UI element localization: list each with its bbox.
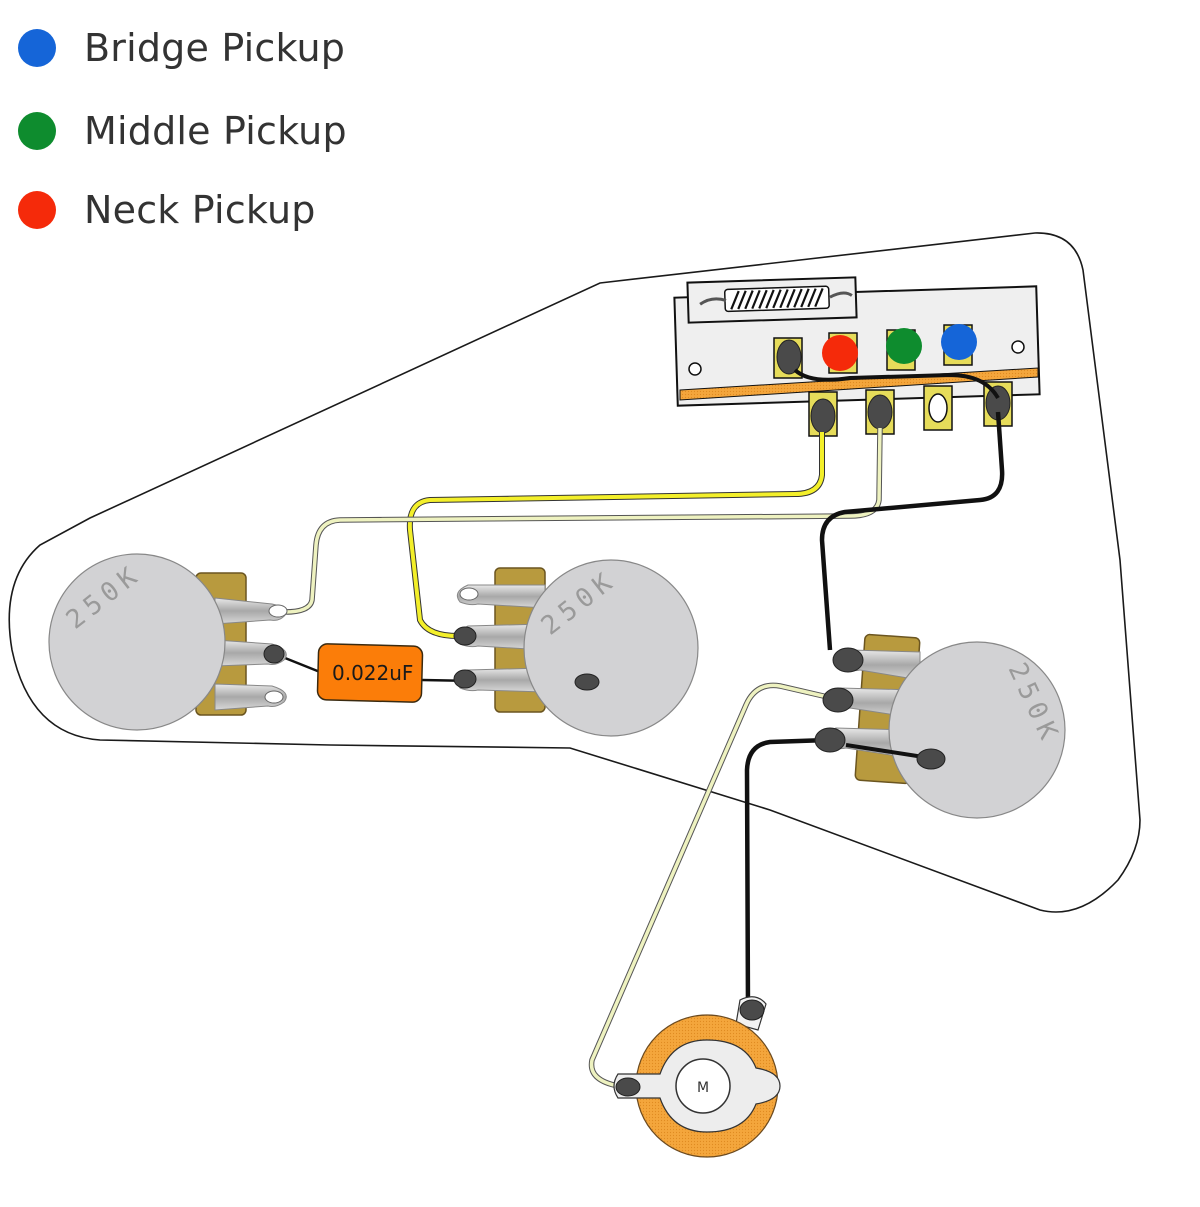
solder-joint	[739, 999, 765, 1021]
solder-joint	[263, 644, 285, 664]
middle-pickup-marker-icon	[886, 328, 922, 364]
legend-item-bridge: Bridge Pickup	[18, 26, 346, 70]
wires	[274, 411, 1005, 1089]
legend-label: Middle Pickup	[84, 109, 347, 153]
switch-jumper-wire	[793, 368, 1000, 400]
solder-joint	[867, 394, 893, 430]
neck-pickup-dot-icon	[18, 191, 56, 229]
lug-eye	[459, 587, 479, 601]
capacitor[interactable]: 0.022uF	[316, 643, 424, 703]
solder-joint	[615, 1077, 641, 1097]
legend-item-middle: Middle Pickup	[18, 109, 347, 153]
legend-label: Bridge Pickup	[84, 26, 346, 70]
legend-item-neck: Neck Pickup	[18, 188, 316, 232]
solder-joint	[574, 673, 600, 691]
wire-cream	[589, 683, 833, 1088]
wire-black	[845, 743, 931, 760]
solder-joint	[453, 669, 477, 689]
neck-pickup-marker-icon	[822, 335, 858, 371]
middle-pickup-dot-icon	[18, 112, 56, 150]
mount-hole-icon	[1011, 340, 1025, 354]
output-jack[interactable]: M	[613, 996, 781, 1158]
solder-joint	[822, 687, 854, 713]
pot-middle[interactable]: 250K	[453, 559, 699, 737]
lug-eye	[264, 690, 284, 704]
legend-label: Neck Pickup	[84, 188, 316, 232]
bridge-pickup-dot-icon	[18, 29, 56, 67]
pot-face	[523, 559, 699, 737]
empty-lug-hole	[928, 393, 948, 423]
bridge-pickup-marker-icon	[941, 324, 977, 360]
solder-joint	[776, 339, 802, 375]
lug-eye	[268, 604, 288, 618]
pot-right[interactable]: 250K	[814, 633, 1066, 819]
pot-lug	[214, 683, 287, 711]
solder-joint	[916, 748, 946, 770]
jack-center	[675, 1058, 731, 1114]
wire-black	[744, 737, 829, 1011]
wire-yellow	[407, 432, 824, 638]
capacitor-body	[316, 643, 424, 703]
switch-spring-icon	[699, 285, 853, 313]
pot-face	[888, 641, 1066, 819]
solder-joint	[453, 626, 477, 646]
solder-joint	[814, 727, 846, 753]
wire-black	[819, 411, 1005, 651]
solder-joint	[832, 647, 864, 673]
capacitor-value-label: 0.022uF	[332, 661, 413, 685]
pot-lug	[456, 584, 546, 609]
solder-joint	[810, 398, 836, 434]
mount-hole-icon	[688, 362, 702, 376]
pot-face	[48, 553, 226, 731]
selector-switch[interactable]	[673, 276, 1041, 437]
jack-label: M	[697, 1080, 709, 1096]
